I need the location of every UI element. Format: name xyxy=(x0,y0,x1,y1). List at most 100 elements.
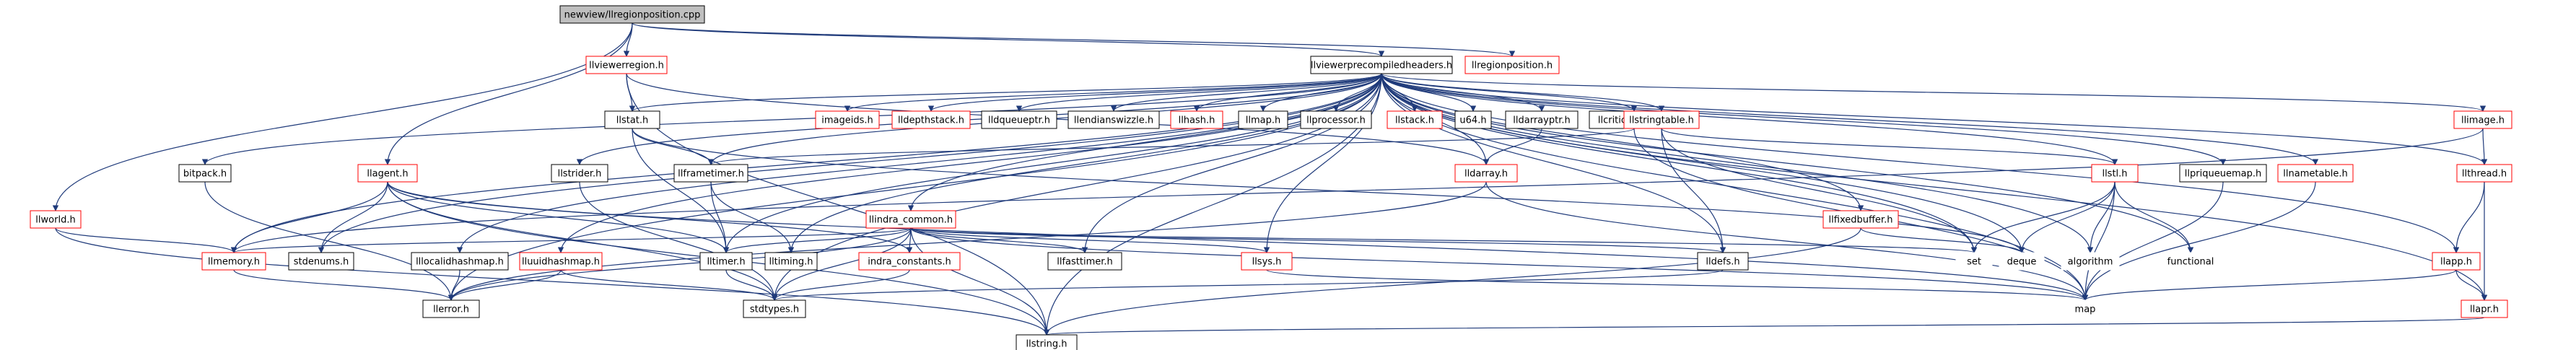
node-functional[interactable]: functional xyxy=(2160,252,2221,271)
edge-lldefs-to-stdtypes xyxy=(772,269,1724,301)
node-box xyxy=(1505,110,1579,129)
edge-indra_common-to-set xyxy=(910,227,1977,253)
node-lllocalidhashmap[interactable]: lllocalidhashmap.h xyxy=(411,252,509,271)
node-llapr[interactable]: llapr.h xyxy=(2461,299,2508,318)
edge-llstat-to-llframetimer xyxy=(632,128,715,165)
node-set[interactable]: set xyxy=(1955,252,1993,271)
node-lldqueueptr[interactable]: lldqueueptr.h xyxy=(981,110,1057,129)
edge-llviewerprecompiledheaders-to-llstat xyxy=(629,73,1382,112)
edge-llviewerprecompiledheaders-to-lltimer xyxy=(722,73,1382,253)
node-llmap[interactable]: llmap.h xyxy=(1238,110,1288,129)
node-llstring[interactable]: llstring.h xyxy=(1016,334,1078,350)
node-llendianswizzle[interactable]: llendianswizzle.h xyxy=(1067,110,1160,129)
node-box xyxy=(357,164,418,183)
edge-llviewerprecompiledheaders-to-llimage xyxy=(1381,73,2486,112)
node-llmemory[interactable]: llmemory.h xyxy=(201,252,266,271)
node-llstat[interactable]: llstat.h xyxy=(604,110,660,129)
node-lldarrayptr[interactable]: lldarrayptr.h xyxy=(1505,110,1579,129)
node-deque[interactable]: deque xyxy=(1999,252,2045,271)
edge-llapp-to-map xyxy=(2082,269,2457,301)
node-label: llimage.h xyxy=(2461,115,2505,126)
node-llimage[interactable]: llimage.h xyxy=(2453,110,2512,129)
edge-llcriticaldamp-to-llframetimer xyxy=(708,128,1635,165)
node-root[interactable]: newview/llregionposition.cpp xyxy=(559,5,705,24)
node-imageids[interactable]: imageids.h xyxy=(815,110,880,129)
edge-llstl-to-deque xyxy=(2018,181,2116,253)
node-box xyxy=(559,5,705,24)
node-label: functional xyxy=(2167,257,2214,268)
node-llfixedbuffer[interactable]: llfixedbuffer.h xyxy=(1822,210,1899,229)
node-box xyxy=(411,252,509,271)
node-label: deque xyxy=(2007,257,2037,268)
node-bitpack[interactable]: bitpack.h xyxy=(178,164,232,183)
node-llpriqueuemap[interactable]: llpriqueuemap.h xyxy=(2179,164,2267,183)
node-box xyxy=(288,252,354,271)
node-box xyxy=(981,110,1057,129)
node-label: llfixedbuffer.h xyxy=(1829,215,1893,226)
node-label: llstl.h xyxy=(2102,169,2127,180)
node-stdtypes[interactable]: stdtypes.h xyxy=(743,299,806,318)
edge-llviewerprecompiledheaders-to-bitpack xyxy=(201,73,1382,165)
node-label: lldarray.h xyxy=(1464,169,1508,180)
node-box xyxy=(519,252,603,271)
edge-indra_common-to-llmemory xyxy=(231,227,912,253)
node-label: newview/llregionposition.cpp xyxy=(564,10,701,21)
node-llsys[interactable]: llsys.h xyxy=(1241,252,1293,271)
node-llprocessor[interactable]: llprocessor.h xyxy=(1300,110,1372,129)
node-lltiming[interactable]: lltiming.h xyxy=(764,252,818,271)
node-lluuidhashmap[interactable]: lluuidhashmap.h xyxy=(519,252,603,271)
nodes-layer: newview/llregionposition.cpp llviewerregi… xyxy=(30,5,2512,350)
node-llviewerregion[interactable]: llviewerregion.h xyxy=(585,56,668,74)
node-box xyxy=(551,164,608,183)
node-indra_common[interactable]: llindra_common.h xyxy=(865,210,956,229)
edge-llimage-to-llmemory xyxy=(231,128,2484,253)
node-llhash[interactable]: llhash.h xyxy=(1170,110,1223,129)
node-label: llviewerregion.h xyxy=(589,61,664,71)
edge-llviewerprecompiledheaders-to-deque xyxy=(1381,73,2025,253)
node-box xyxy=(585,56,668,74)
node-llstack[interactable]: llstack.h xyxy=(1387,110,1443,129)
node-llstrider[interactable]: llstrider.h xyxy=(551,164,608,183)
node-label: llmap.h xyxy=(1246,115,1280,126)
node-llregionposition[interactable]: llregionposition.h xyxy=(1464,56,1560,74)
node-llframetimer[interactable]: llframetimer.h xyxy=(673,164,748,183)
node-llworld[interactable]: llworld.h xyxy=(30,210,82,229)
edge-indra_common-to-map xyxy=(910,227,2088,301)
node-box xyxy=(1067,110,1160,129)
node-label: lluuidhashmap.h xyxy=(522,257,600,268)
edge-llpriqueuemap-to-map xyxy=(2082,181,2224,301)
node-box xyxy=(2277,164,2354,183)
node-llapp[interactable]: llapp.h xyxy=(2432,252,2481,271)
node-algorithm[interactable]: algorithm xyxy=(2061,252,2120,271)
node-lltimer[interactable]: lltimer.h xyxy=(699,252,753,271)
node-llfasttimer[interactable]: llfasttimer.h xyxy=(1047,252,1122,271)
node-llagent[interactable]: llagent.h xyxy=(357,164,418,183)
edge-lluuidhashmap-to-llerror xyxy=(447,269,562,301)
node-label: llfasttimer.h xyxy=(1057,257,1113,268)
node-u64[interactable]: u64.h xyxy=(1454,110,1492,129)
node-indra_constants[interactable]: indra_constants.h xyxy=(858,252,961,271)
edge-llviewerprecompiledheaders-to-llpriqueuemap xyxy=(1381,73,2227,165)
node-lldarray[interactable]: lldarray.h xyxy=(1454,164,1518,183)
node-llviewerprecompiledheaders[interactable]: llviewerprecompiledheaders.h xyxy=(1310,56,1453,74)
edge-llstat-to-lltimer xyxy=(632,128,730,253)
node-label: llstrider.h xyxy=(558,169,602,180)
node-stdenums[interactable]: stdenums.h xyxy=(288,252,354,271)
node-llstringtable[interactable]: llstringtable.h xyxy=(1623,110,1700,129)
edge-llagent-to-indra_constants xyxy=(387,181,913,253)
node-lldepthstack[interactable]: lldepthstack.h xyxy=(891,110,971,129)
node-box xyxy=(815,110,880,129)
edge-llviewerprecompiledheaders-to-llnametable xyxy=(1381,73,2319,165)
node-map[interactable]: map xyxy=(2066,299,2104,318)
edge-bitpack-to-llerror xyxy=(204,181,455,301)
node-llnametable[interactable]: llnametable.h xyxy=(2277,164,2354,183)
node-llstl[interactable]: llstl.h xyxy=(2091,164,2139,183)
node-label: stdenums.h xyxy=(294,257,349,268)
node-llerror[interactable]: llerror.h xyxy=(422,299,480,318)
node-lldefs[interactable]: lldefs.h xyxy=(1697,252,1749,271)
node-label: llstringtable.h xyxy=(1629,115,1694,126)
node-llthread[interactable]: llthread.h xyxy=(2456,164,2512,183)
edge-llviewerprecompiledheaders-to-algorithm xyxy=(1381,73,2094,253)
node-box xyxy=(1454,110,1492,129)
